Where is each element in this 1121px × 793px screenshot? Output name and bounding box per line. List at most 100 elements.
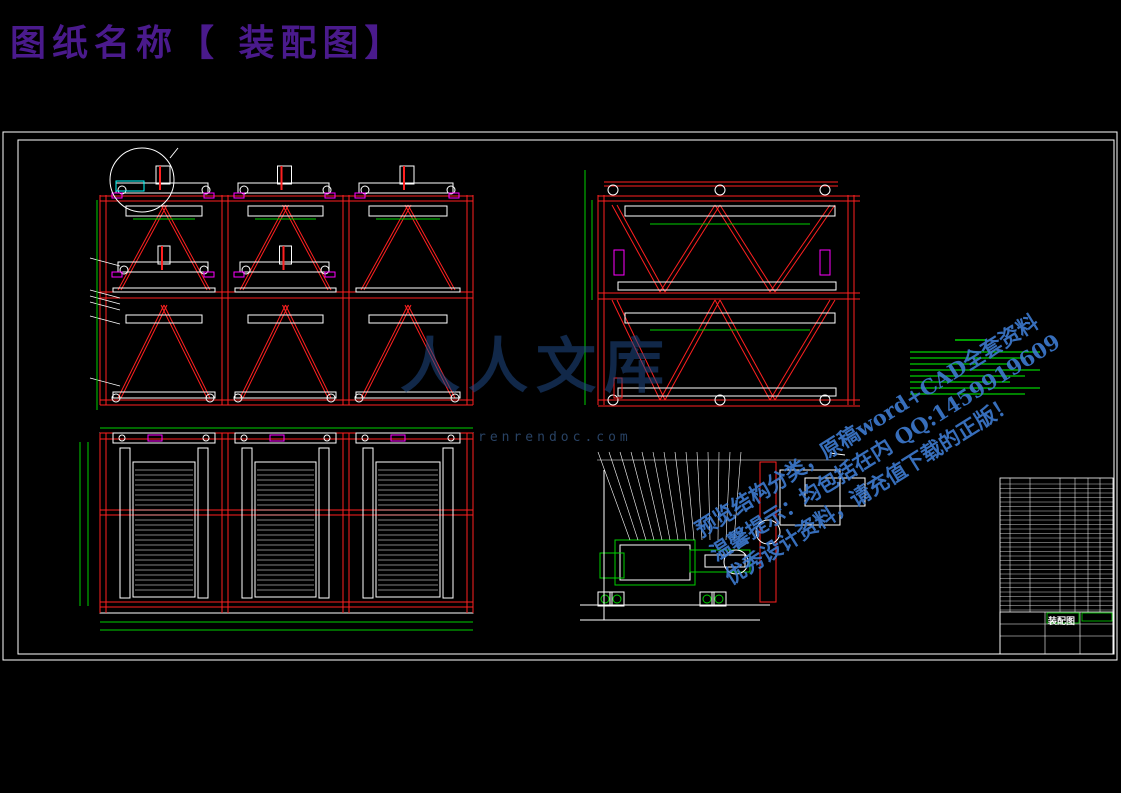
wheel	[361, 434, 369, 442]
motor-bracket	[779, 469, 841, 526]
diagonal-brace	[163, 204, 211, 291]
truss-member	[719, 299, 776, 401]
pallet	[624, 312, 836, 324]
watermark-url: renrendoc.com	[478, 430, 632, 445]
diagonal-brace	[407, 204, 456, 291]
leader-line	[89, 315, 121, 325]
pallet	[247, 314, 324, 324]
leader-line	[641, 451, 663, 541]
leader-line	[829, 452, 846, 456]
diagonal-brace	[239, 304, 286, 399]
magenta-bracket	[111, 192, 123, 199]
truss-member	[719, 204, 776, 293]
diagonal-brace	[285, 204, 332, 291]
leader-line	[630, 451, 655, 541]
wheel	[322, 185, 332, 195]
wheel	[202, 434, 210, 442]
magenta-bracket	[354, 192, 366, 199]
title-block-name: 装配图	[1048, 617, 1076, 627]
wheel	[447, 434, 455, 442]
plan-view	[79, 427, 474, 631]
technical-notes	[910, 339, 1040, 395]
leader-line	[725, 451, 731, 541]
hoist-motor	[277, 165, 292, 185]
pallet-plate	[375, 461, 441, 598]
coupling	[599, 552, 625, 579]
pallet	[125, 314, 203, 324]
hoist-motor	[155, 165, 171, 185]
drive-motor	[804, 477, 866, 507]
diagonal-brace	[363, 304, 412, 399]
wheel	[819, 394, 831, 406]
diagonal-brace	[360, 304, 409, 399]
diagonal-brace	[360, 204, 409, 291]
magenta-bracket	[324, 271, 336, 278]
truss-member	[664, 204, 721, 293]
pallet-platform	[234, 287, 337, 293]
diagonal-brace	[404, 304, 453, 399]
leader-line	[608, 451, 639, 541]
parts-list-table	[999, 477, 1114, 655]
truss-member	[659, 299, 716, 401]
pallet	[368, 314, 448, 324]
truss-member	[659, 204, 716, 293]
pallet	[247, 205, 324, 217]
wheel	[446, 185, 456, 195]
stopper	[613, 377, 623, 399]
magenta-bracket	[324, 192, 336, 199]
magenta-bracket	[613, 249, 625, 276]
sprocket	[759, 461, 777, 603]
title-block-name-cell	[1046, 612, 1080, 624]
diagonal-brace	[239, 204, 286, 291]
pallet-platform	[617, 387, 837, 397]
wheel	[326, 393, 336, 403]
diagonal-brace	[117, 204, 165, 291]
drive-unit	[237, 182, 330, 194]
parts-list	[999, 477, 1114, 655]
gearbox	[689, 549, 751, 573]
diagonal-brace	[160, 304, 208, 399]
diagonal-brace	[120, 304, 168, 399]
guide-rail	[442, 447, 454, 599]
leader-line	[685, 451, 695, 541]
wheel	[714, 394, 726, 406]
pallet-platform	[112, 287, 216, 293]
diagonal-brace	[163, 304, 211, 399]
roller	[609, 591, 625, 607]
pallet-platform	[617, 281, 837, 291]
leader-line	[663, 451, 679, 541]
pallet-plate	[254, 461, 317, 598]
diagonal-brace	[282, 304, 329, 399]
magenta-bracket	[233, 192, 245, 199]
pallet-platform	[355, 287, 461, 293]
drive-unit	[358, 182, 454, 194]
side-view	[584, 170, 860, 407]
diagonal-brace	[363, 204, 412, 291]
roller	[597, 591, 613, 607]
leader-line	[696, 451, 703, 541]
detail-callout-circle	[109, 147, 175, 213]
drive-unit	[112, 432, 216, 444]
wheel	[241, 265, 251, 275]
roller-axle	[714, 594, 724, 604]
outer-frame	[2, 131, 1118, 661]
hoist-motor	[157, 245, 171, 265]
front-view	[89, 147, 474, 410]
leader-line	[717, 451, 720, 541]
wheel	[607, 184, 619, 196]
wheel	[240, 434, 248, 442]
motor-body	[619, 544, 691, 581]
title-block-code-cell	[1081, 612, 1113, 622]
wheel	[201, 185, 211, 195]
wheel	[450, 393, 460, 403]
pallet-plate	[132, 461, 196, 598]
magenta-bracket	[819, 249, 831, 276]
guide-rail	[241, 447, 253, 599]
pallet	[125, 205, 203, 217]
pallet	[624, 205, 836, 217]
leader-line	[89, 301, 121, 311]
inner-frame	[17, 139, 1115, 655]
guide-rail	[119, 447, 131, 599]
hoist-motor	[399, 165, 415, 185]
